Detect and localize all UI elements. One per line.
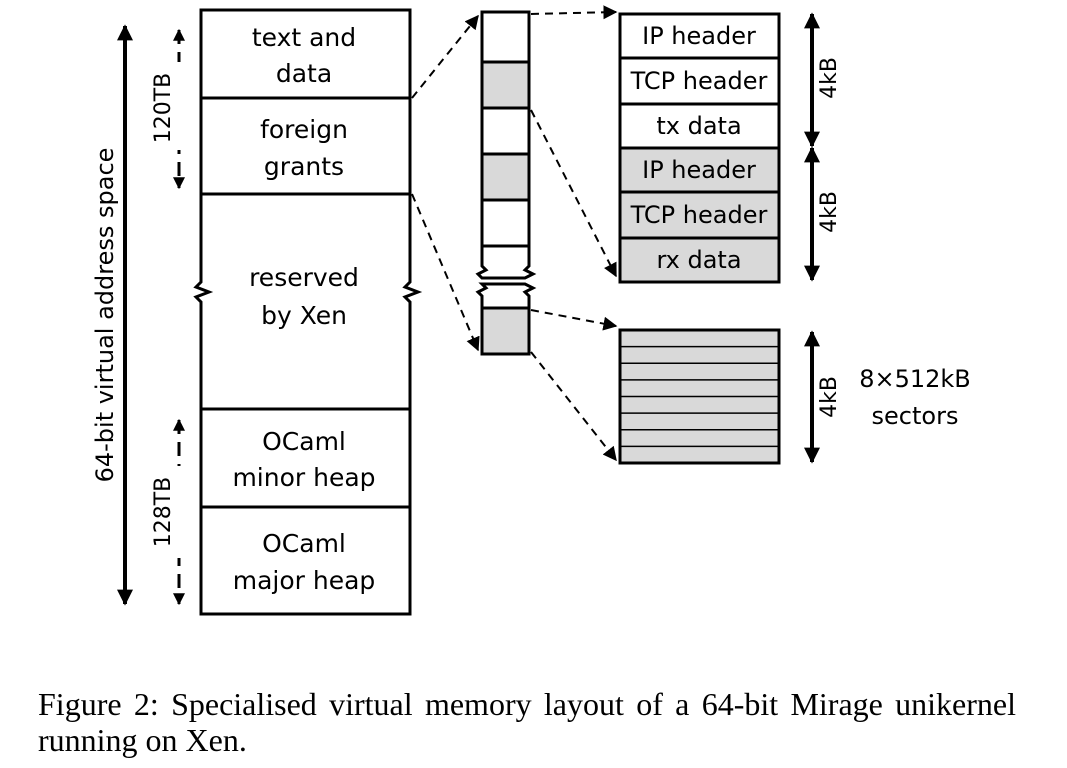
rx-data-label: rx data	[656, 246, 741, 274]
address-space-axis: 64-bit virtual address space	[91, 24, 133, 606]
tcp-header-rx-label: TCP header	[630, 201, 768, 229]
rx-page-size-label: 4kB	[817, 191, 842, 233]
memory-layout-diagram: 64-bit virtual address space 120TB 128TB…	[91, 5, 971, 616]
sectors-label-2: sectors	[872, 402, 959, 430]
rx-page-size-arrow: 4kB	[804, 146, 842, 282]
strip-page-1	[480, 10, 531, 64]
ip-header-tx-label: IP header	[642, 22, 756, 50]
ip-header-rx-cell	[618, 146, 781, 194]
network-page-labels: IP header TCP header tx data IP header T…	[630, 22, 768, 274]
region-minor-heap	[199, 407, 412, 509]
sectors-label: 8×512kB sectors	[859, 365, 971, 430]
page-strip	[475, 10, 537, 356]
ip-header-rx-label: IP header	[642, 156, 756, 184]
tx-data-cell	[618, 102, 781, 150]
strip-page-4	[480, 152, 531, 202]
upper-size-label: 120TB	[151, 73, 176, 144]
major-heap-label-2: major heap	[233, 566, 376, 595]
address-space-label: 64-bit virtual address space	[91, 148, 119, 483]
zoom-connectors	[411, 5, 618, 462]
strip-page-2	[480, 60, 531, 110]
foreign-grants-label-2: grants	[264, 152, 344, 181]
minor-heap-label-2: minor heap	[232, 463, 375, 492]
figure-caption: Figure 2: Specialised virtual memory lay…	[38, 686, 1016, 758]
rx-data-cell	[618, 236, 781, 284]
block-page-size-label: 4kB	[817, 376, 842, 418]
reserved-label-1: reserved	[249, 263, 359, 292]
text-data-label-2: data	[276, 59, 332, 88]
text-data-label-1: text and	[252, 23, 356, 52]
tx-page-size-arrow: 4kB	[804, 12, 842, 148]
strip-page-5	[480, 198, 531, 248]
block-page	[618, 328, 781, 465]
network-pages	[618, 12, 781, 284]
sector-dividers	[620, 345, 779, 448]
reserved-label-2: by Xen	[261, 301, 347, 330]
foreign-grants-label-1: foreign	[260, 115, 348, 144]
region-foreign-grants	[199, 96, 412, 196]
minor-heap-label-1: OCaml	[262, 427, 346, 456]
block-page-size-arrow: 4kB	[804, 330, 842, 464]
tx-data-label: tx data	[656, 112, 741, 140]
memory-column	[193, 8, 423, 616]
upper-size-arrow: 120TB	[151, 28, 185, 190]
lower-size-label: 128TB	[151, 477, 176, 548]
memory-column-labels: text and data foreign grants reserved by…	[232, 23, 375, 595]
strip-page-6	[480, 306, 531, 356]
sectors-label-1: 8×512kB	[859, 365, 971, 393]
tcp-header-tx-label: TCP header	[630, 67, 768, 95]
major-heap-label-1: OCaml	[262, 529, 346, 558]
strip-page-3	[480, 106, 531, 156]
lower-size-arrow: 128TB	[151, 418, 185, 606]
region-major-heap	[199, 505, 412, 616]
tx-page-size-label: 4kB	[817, 57, 842, 99]
